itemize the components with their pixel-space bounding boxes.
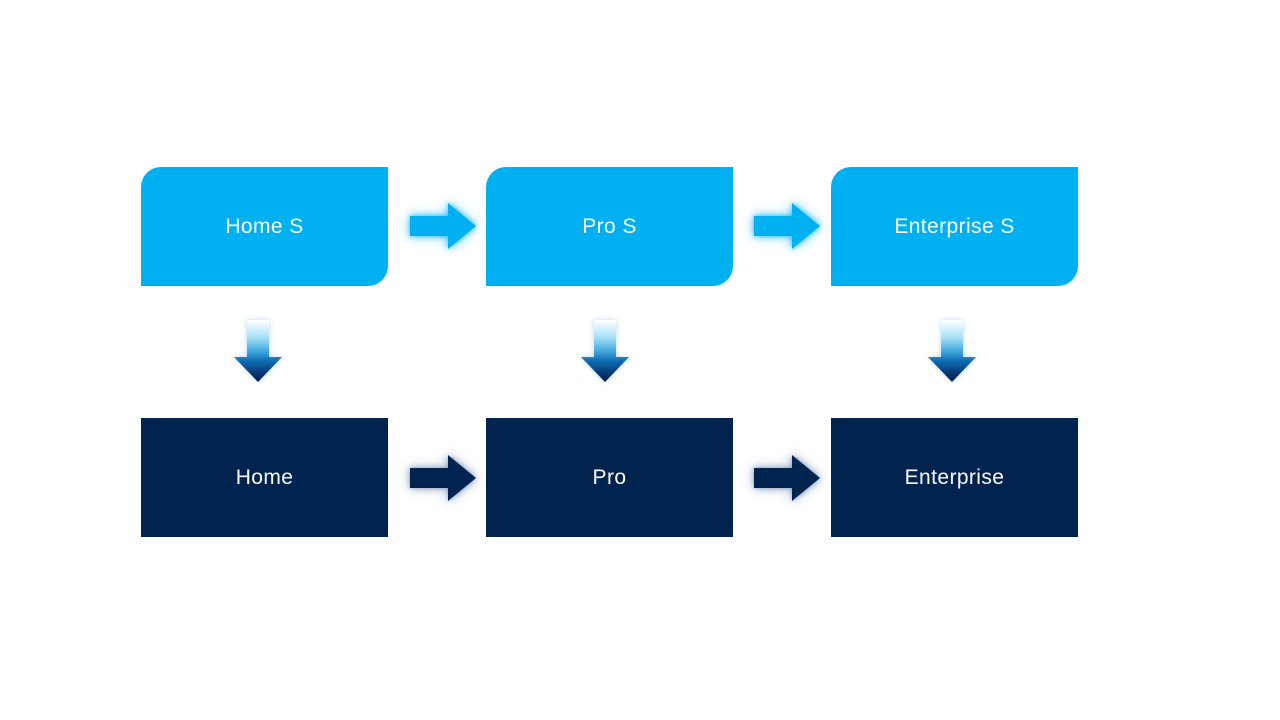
down-arrow-icon [581, 320, 629, 382]
right-arrow-icon [410, 203, 476, 249]
node-label: Pro S [582, 214, 637, 238]
node-label: Home S [225, 214, 304, 238]
flow-node-bottom-1: Home [141, 418, 388, 537]
flow-node-top-1: Home S [141, 167, 388, 286]
node-label: Enterprise S [894, 214, 1015, 238]
down-arrow-icon [928, 320, 976, 382]
node-label: Enterprise [904, 465, 1005, 489]
right-arrow-icon [754, 203, 820, 249]
right-arrow-icon [410, 455, 476, 501]
node-label: Home [235, 465, 294, 489]
flow-node-top-2: Pro S [486, 167, 733, 286]
node-label: Pro [592, 465, 627, 489]
down-arrow-icon [234, 320, 282, 382]
flow-node-bottom-3: Enterprise [831, 418, 1078, 537]
flow-node-bottom-2: Pro [486, 418, 733, 537]
flow-node-top-3: Enterprise S [831, 167, 1078, 286]
right-arrow-icon [754, 455, 820, 501]
